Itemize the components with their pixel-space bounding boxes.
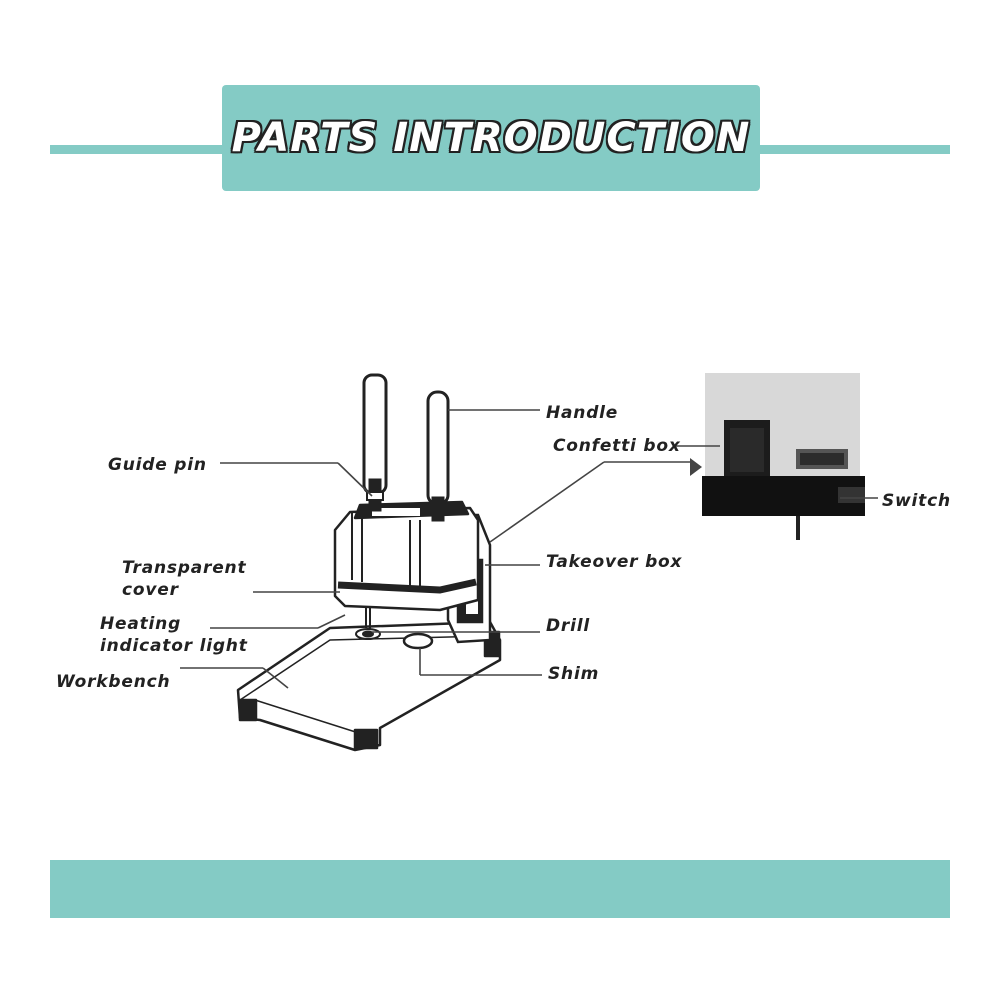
- handle-right: [426, 390, 450, 522]
- label-takeover-box: Takeover box: [546, 552, 683, 572]
- page-title: PARTS INTRODUCTION: [231, 115, 751, 161]
- label-switch: Switch: [882, 491, 951, 511]
- label-workbench: Workbench: [56, 672, 171, 692]
- label-guide-pin: Guide pin: [108, 455, 207, 475]
- label-shim: Shim: [548, 664, 600, 684]
- footer-band: [50, 860, 950, 918]
- header-line-right: [752, 145, 950, 154]
- label-drill: Drill: [546, 616, 590, 636]
- header-line-left: [50, 145, 230, 154]
- label-handle: Handle: [546, 403, 619, 423]
- label-transparent-cover-line1: Transparent: [122, 558, 247, 578]
- header-banner: PARTS INTRODUCTION: [222, 85, 760, 191]
- transparent-cover-drawing: [333, 500, 480, 630]
- shim-disc: [402, 632, 434, 650]
- arrow-to-inset: [690, 458, 702, 476]
- leader-lines: [180, 409, 878, 689]
- switch-inset-photo: [702, 373, 865, 540]
- label-heating-line1: Heating: [100, 614, 182, 634]
- label-transparent-cover-line2: cover: [122, 580, 179, 600]
- label-confetti-box: Confetti box: [553, 436, 681, 456]
- label-heating-line2: indicator light: [100, 636, 248, 656]
- drill-hole: [355, 628, 381, 640]
- handle-left: [362, 373, 388, 512]
